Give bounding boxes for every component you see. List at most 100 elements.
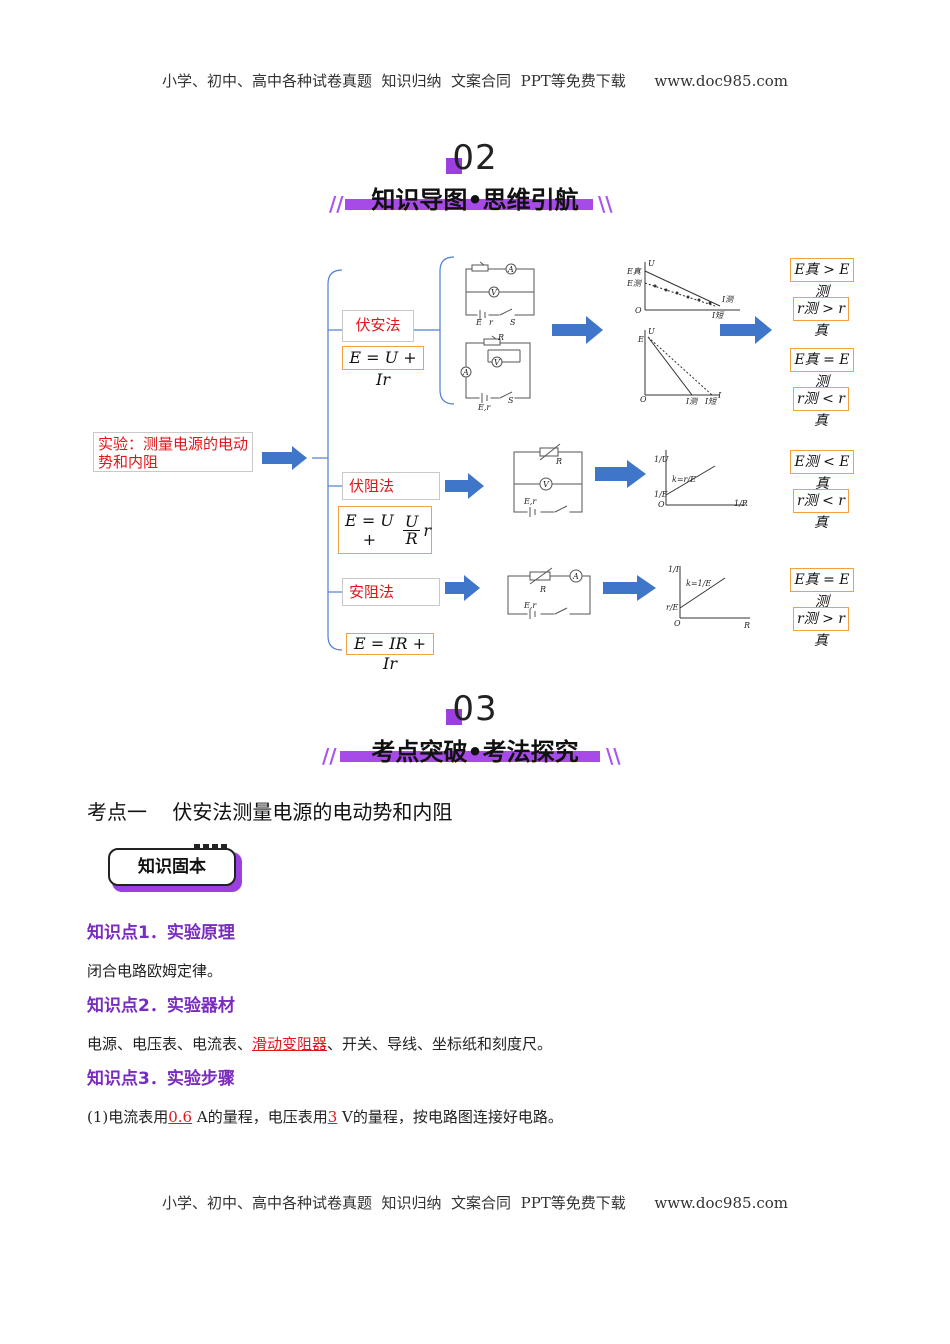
kp1-title: 知识点1．实验原理: [87, 923, 235, 943]
graph-va-1: [644, 262, 740, 311]
section-title-underline: [345, 199, 593, 210]
circuit-ar: [507, 567, 591, 619]
section-title: 考点突破•考法探究: [371, 738, 579, 766]
arrow-m3-circuit: [445, 575, 480, 601]
c1-ammeter-label: A: [507, 265, 514, 274]
graph-va-2: [644, 330, 720, 396]
badge-label: 知识固本: [138, 857, 206, 877]
g4-k-label: k=1/E: [686, 579, 711, 588]
kp3-text-c: V的量程，按电路图连接好电路。: [337, 1108, 563, 1126]
page-header: 小学、初中、高中各种试卷真题 知识归纳 文案合同 PPT等免费下载 www.do…: [161, 72, 788, 90]
method-voltammeter-formula: E = U + Ir: [342, 346, 424, 389]
g3-invR-label: 1/R: [734, 499, 748, 508]
c3-voltmeter-label: V: [543, 480, 550, 489]
c2-ammeter-label: A: [462, 368, 469, 377]
c2-S-label: S: [508, 396, 514, 405]
g4-R-label: R: [743, 621, 750, 630]
formula2-numerator: U: [402, 511, 421, 531]
kp3-text-b: A的量程，电压表用: [192, 1108, 328, 1126]
g1-O-label: O: [635, 306, 642, 315]
result-ar-1: E真 = E测: [790, 568, 854, 610]
c4-ammeter-label: A: [572, 572, 579, 581]
arrow-m3-graph: [603, 575, 656, 601]
method-ammeter-resistor: 安阻法: [342, 578, 440, 606]
arrow-m1-graph: [552, 316, 603, 344]
c1-r-label: r: [489, 318, 494, 327]
c3-Er-label: E,r: [523, 497, 537, 506]
formula2-denominator: R: [405, 528, 418, 548]
result-va-2: r测 > r真: [793, 297, 849, 339]
topic-heading: 考点一 伏安法测量电源的电动势和内阻: [87, 800, 453, 824]
title-slash-right: \\: [606, 744, 621, 768]
result-va-4: r测 < r真: [793, 387, 849, 429]
formula2-suffix: r: [423, 520, 431, 540]
c4-R-label: R: [539, 585, 546, 594]
title-slash-right: \\: [598, 192, 613, 216]
kp3-paragraph: (1)电流表用0.6 A的量程，电压表用3 V的量程，按电路图连接好电路。: [87, 1106, 563, 1127]
section-number-accent: [446, 158, 462, 174]
title-slash-left: //: [329, 192, 344, 216]
method-voltammeter: 伏安法: [342, 310, 414, 342]
arrow-m2-graph: [595, 460, 646, 488]
graph-vr: [665, 450, 745, 506]
result-va-3: E真 = E测: [790, 348, 854, 390]
arrow-root: [262, 446, 307, 470]
kp2-text-before: 电源、电压表、电流表、: [87, 1035, 253, 1053]
g1-U-label: U: [648, 259, 655, 268]
method-voltmeter-resistor: 伏阻法: [342, 472, 440, 500]
graph-ar: [679, 566, 750, 619]
method-ammeter-resistor-formula: E = IR + Ir: [346, 633, 434, 673]
g2-Imeas-label: I测: [685, 397, 699, 406]
g1-Emeas-label: E测: [626, 279, 643, 288]
circuit-va-2: [460, 335, 531, 403]
mindmap-root: 实验：测量电源的电动势和内阻: [93, 432, 253, 472]
c2-Er-label: E,r: [477, 403, 491, 412]
section-number: 03: [452, 689, 498, 729]
kp3-highlight-2: 3: [327, 1108, 338, 1126]
formula2-prefix: E = U +: [345, 511, 394, 549]
result-ar-2: r测 > r真: [793, 607, 849, 649]
kp2-highlight: 滑动变阻器: [252, 1035, 328, 1053]
g2-O-label: O: [640, 395, 647, 404]
arrow-m2-circuit: [445, 473, 484, 499]
g3-invE-label: 1/E: [654, 490, 668, 499]
kp2-text-after: 、开关、导线、坐标纸和刻度尺。: [327, 1035, 553, 1053]
c3-R-label: R: [555, 457, 562, 466]
circuit-vr: [513, 443, 583, 517]
c2-voltmeter-label: V: [494, 358, 501, 367]
g1-Ishort-label: I短: [711, 311, 725, 320]
kp3-highlight-1: 0.6: [168, 1108, 193, 1126]
g2-E-label: E: [637, 335, 644, 344]
g4-O-label: O: [674, 619, 681, 628]
g1-Etrue-label: E真: [626, 267, 642, 276]
kp3-title: 知识点3．实验步骤: [87, 1069, 235, 1089]
page-footer: 小学、初中、高中各种试卷真题 知识归纳 文案合同 PPT等免费下载 www.do…: [161, 1194, 788, 1212]
method-voltmeter-resistor-formula: E = U + U R r: [338, 506, 432, 554]
c4-Er-label: E,r: [523, 601, 537, 610]
kp2-paragraph: 电源、电压表、电流表、滑动变阻器、开关、导线、坐标纸和刻度尺。: [87, 1033, 552, 1054]
title-slash-left: //: [322, 744, 337, 768]
section-number-accent: [446, 709, 462, 725]
result-vr-1: E测 < E真: [790, 450, 854, 492]
section-number: 02: [452, 138, 498, 178]
circuit-va-1: [465, 261, 535, 320]
g3-k-label: k=r/E: [672, 475, 696, 484]
g2-I-label: I: [717, 391, 722, 400]
g1-Imeas-label: I测: [721, 295, 735, 304]
c1-E-label: E: [475, 318, 482, 327]
flow-arrows: [262, 316, 772, 601]
g2-Ishort-label: I短: [704, 397, 718, 406]
graph-va-1-points: [653, 284, 712, 305]
kp1-text: 闭合电路欧姆定律。: [87, 962, 223, 980]
g4-rE-label: r/E: [666, 603, 679, 612]
arrow-m1-result: [720, 316, 772, 344]
c1-voltmeter-label: V: [491, 288, 498, 297]
result-vr-2: r测 < r真: [793, 489, 849, 531]
mind-map-diagram: A V E r S R V A E,r S U E真 E测 O I测 I短 U …: [262, 256, 772, 651]
c1-S-label: S: [510, 318, 516, 327]
section-title: 知识导图•思维引航: [371, 186, 579, 214]
g4-invI-label: 1/I: [668, 565, 680, 574]
g2-U-label: U: [648, 327, 655, 336]
formula2-fraction: U R: [402, 511, 421, 548]
g3-invU-label: 1/U: [654, 455, 669, 464]
